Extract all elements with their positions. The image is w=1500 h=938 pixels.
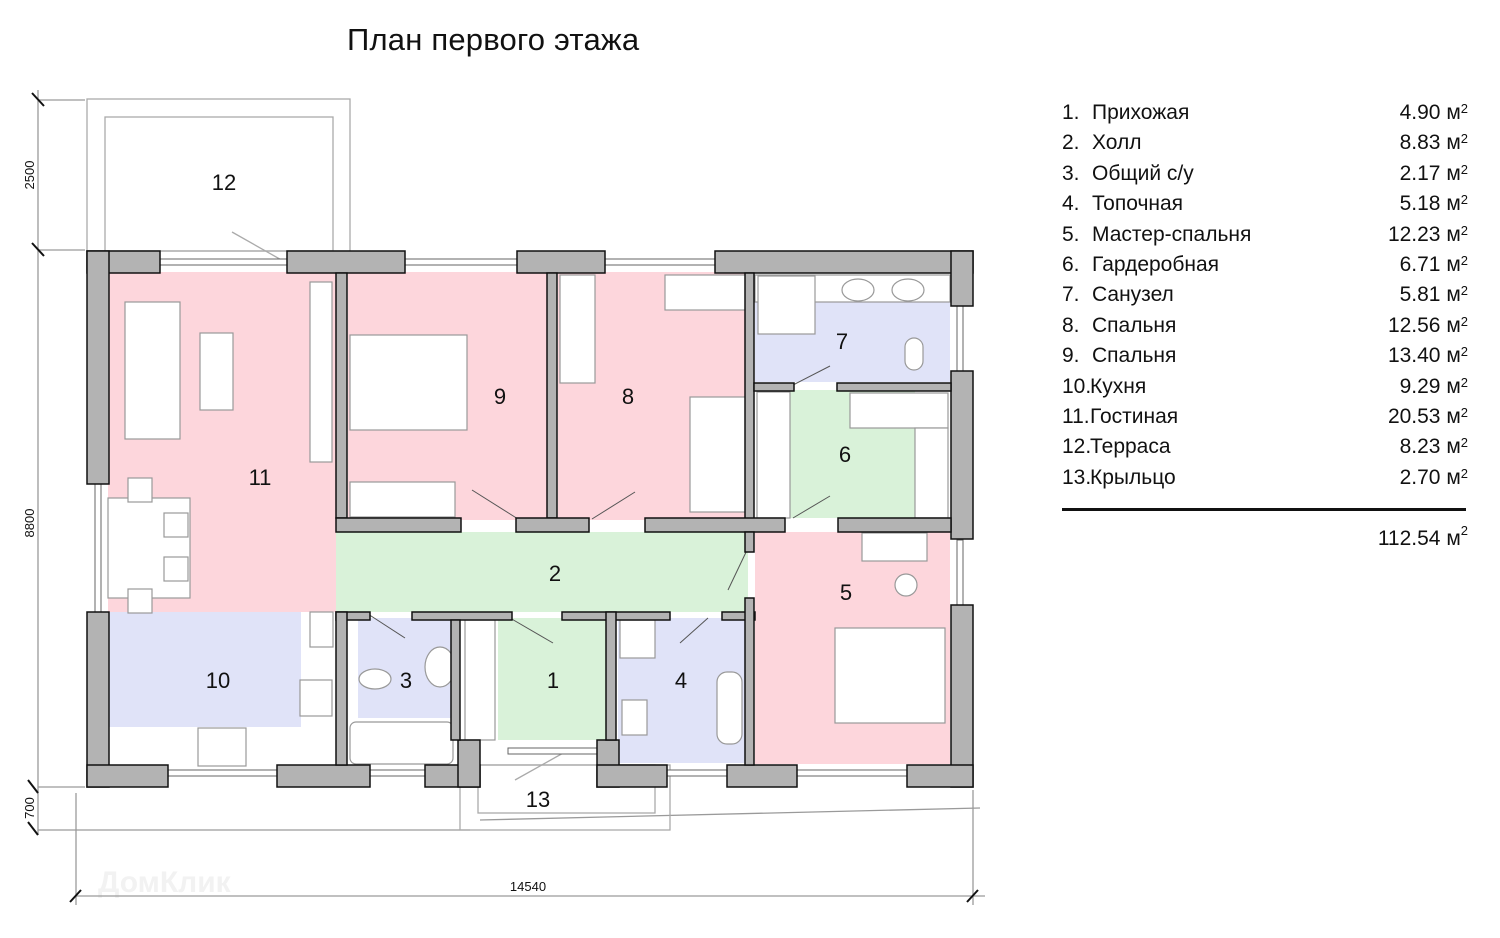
room-label-2: 2	[549, 561, 561, 586]
dimension-ticks	[27, 92, 979, 903]
room-label-4: 4	[675, 668, 687, 693]
furniture	[107, 274, 951, 767]
room-label-3: 3	[400, 668, 412, 693]
legend-divider	[1062, 508, 1466, 511]
room-label-13: 13	[526, 787, 550, 812]
door-swings	[367, 365, 831, 644]
total-area: 112.54 м2	[1377, 523, 1468, 550]
room-label-5: 5	[840, 580, 852, 605]
terrace	[86, 98, 351, 263]
room-label-8: 8	[622, 384, 634, 409]
dimension-lines	[37, 90, 985, 905]
room-label-9: 9	[494, 384, 506, 409]
room-label-12: 12	[212, 170, 236, 195]
dimension-terrace: 2500	[22, 161, 37, 190]
room-label-11: 11	[249, 465, 272, 490]
room-label-6: 6	[839, 442, 851, 467]
dimension-house-depth: 8800	[22, 509, 37, 538]
walls	[86, 250, 974, 788]
room-label-1: 1	[547, 668, 559, 693]
room-label-10: 10	[206, 668, 230, 693]
room-labels: 1 2 3 4 5 6 7 8 9 10 11 12 13	[206, 170, 852, 812]
room-label-7: 7	[836, 329, 848, 354]
dimension-porch: 700	[22, 797, 37, 819]
porch	[459, 751, 671, 831]
page-title: План первого этажа	[347, 22, 640, 57]
watermark: ДомКлик	[98, 866, 232, 899]
dimension-house-width: 14540	[510, 879, 546, 894]
